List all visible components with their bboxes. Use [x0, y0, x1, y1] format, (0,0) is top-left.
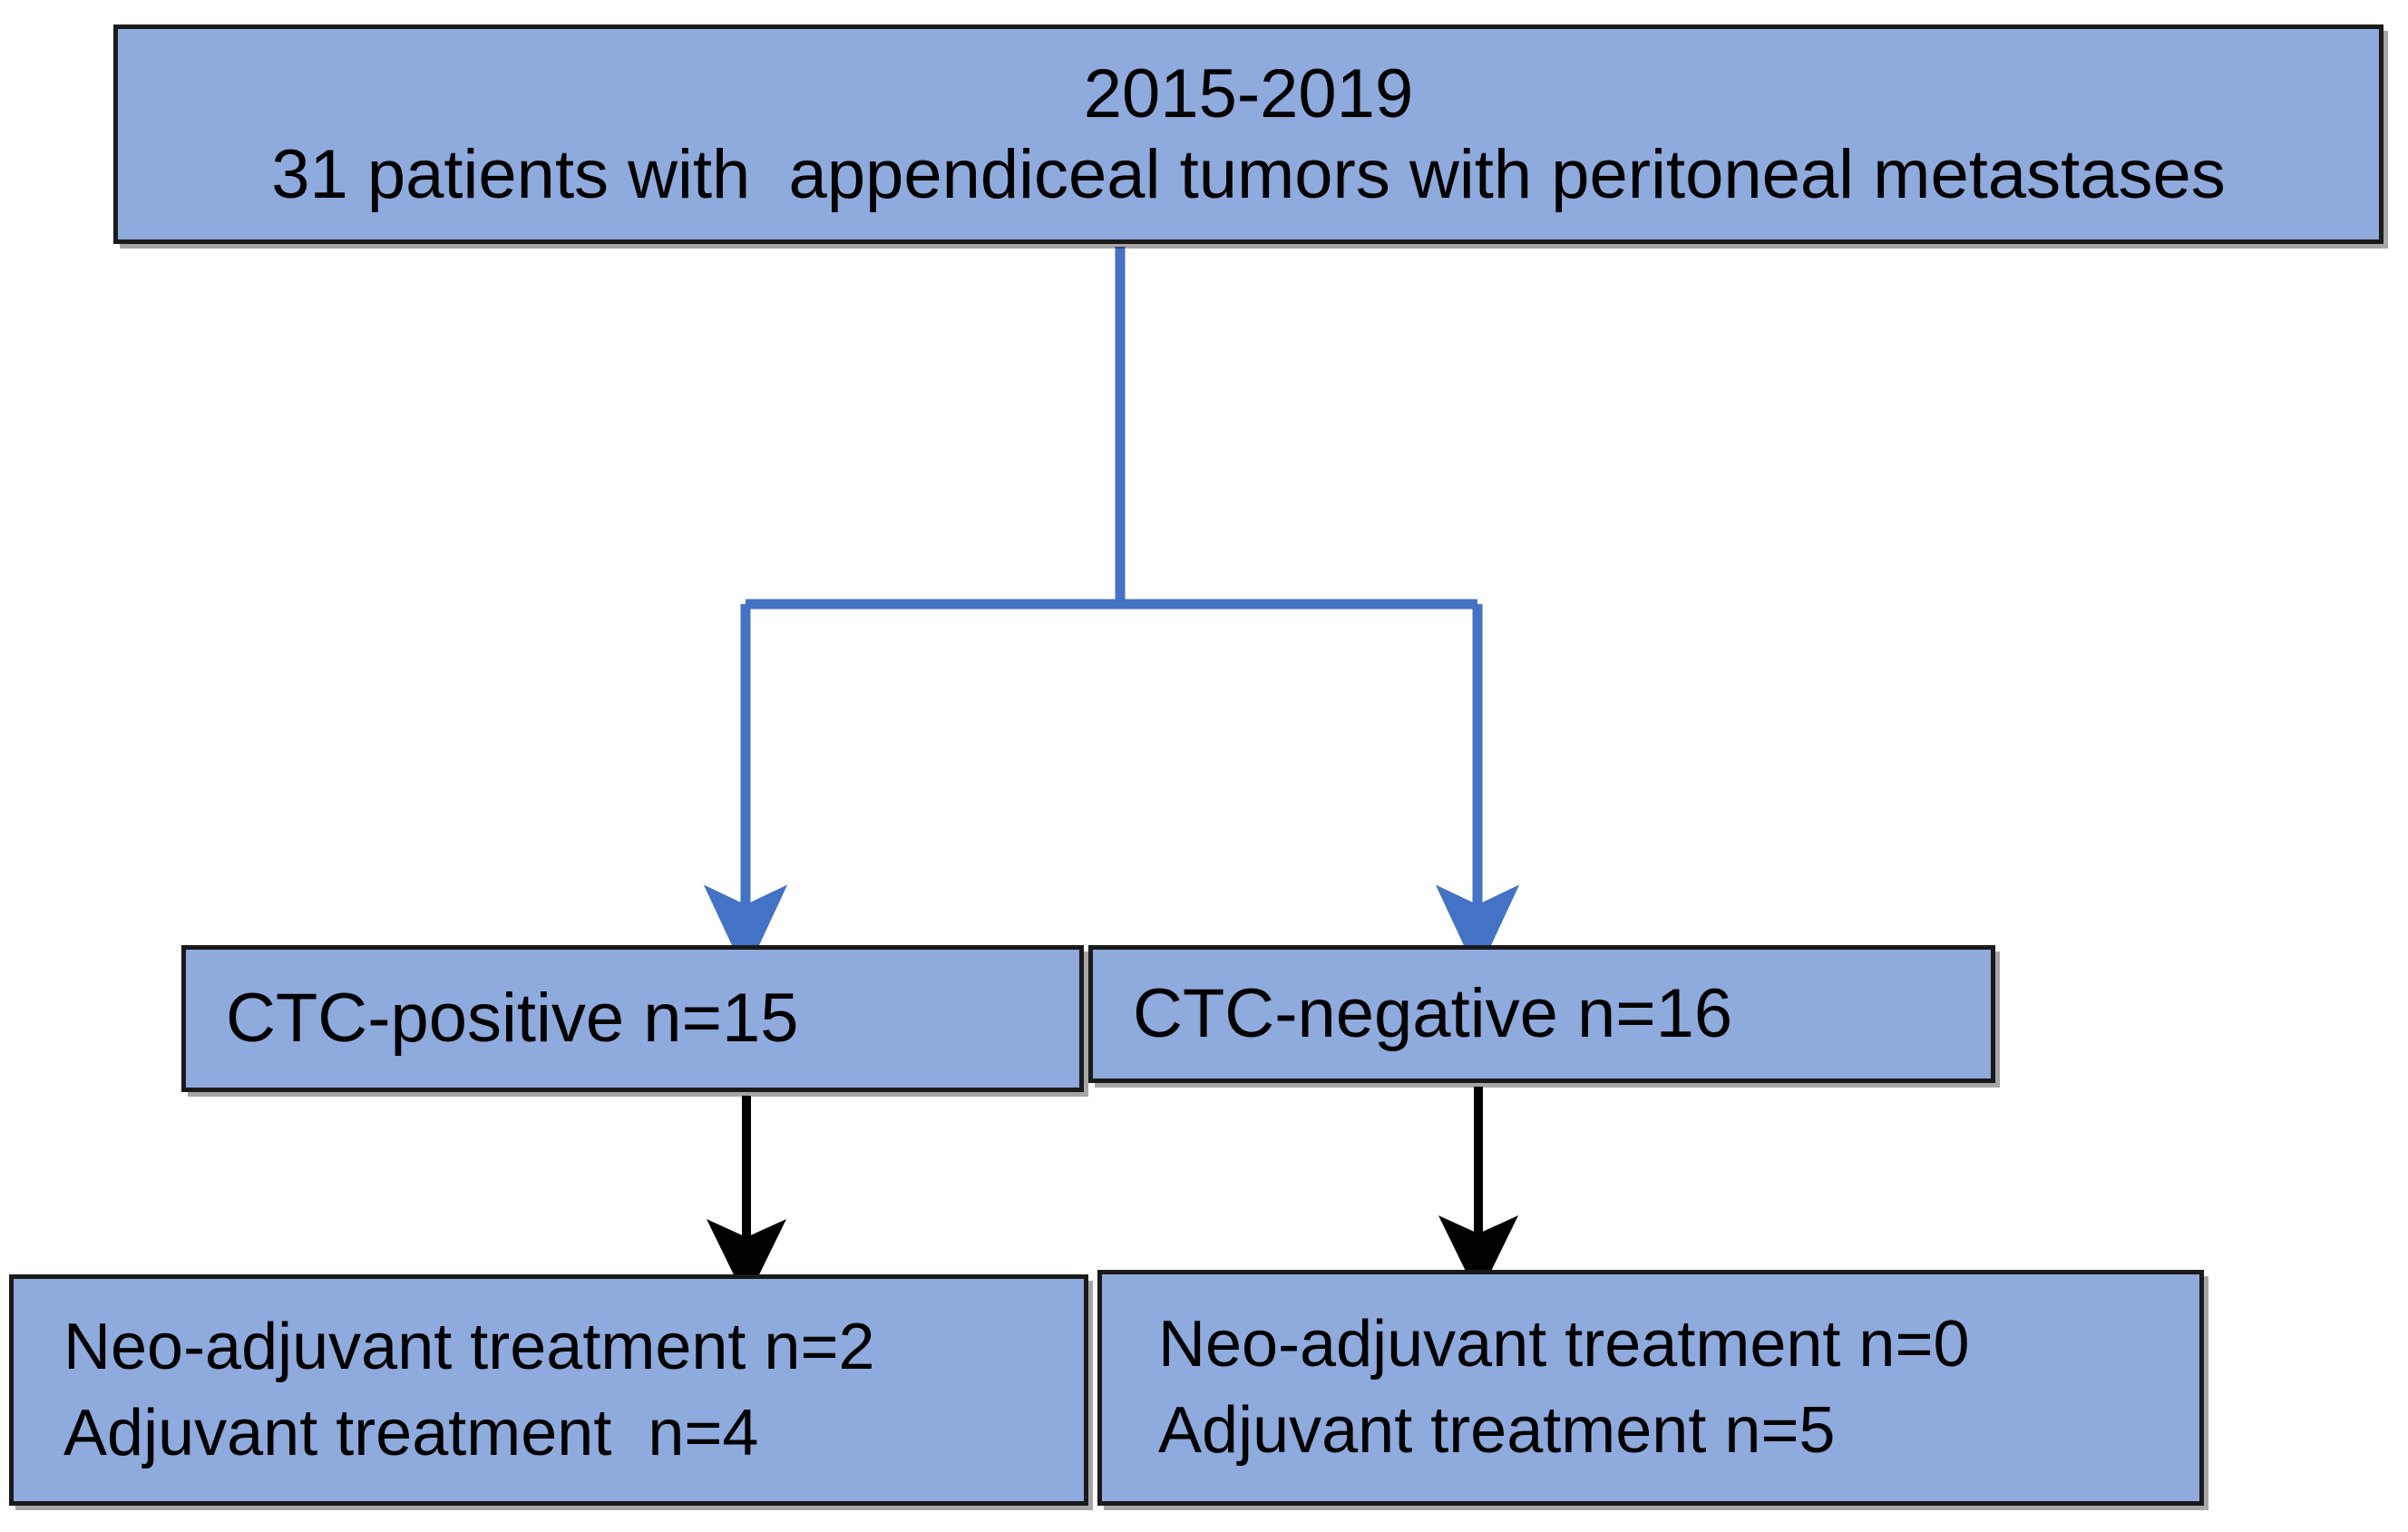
- node-treatment-ctc-negative: Neo-adjuvant treatment n=0 Adjuvant trea…: [1097, 1270, 2204, 1506]
- node-treatment-ctc-negative-line-2: Adjuvant treatment n=5: [1158, 1394, 1836, 1467]
- cohort-split-connector: [703, 247, 1520, 975]
- node-ctc-positive: CTC-positive n=15: [181, 945, 1084, 1092]
- node-ctc-negative-label: CTC-negative n=16: [1133, 975, 1733, 1053]
- node-treatment-ctc-positive-line-1: Neo-adjuvant treatment n=2: [63, 1310, 875, 1383]
- node-cohort: 2015-2019 31 patients with appendiceal t…: [113, 24, 2384, 244]
- node-ctc-positive-label: CTC-positive n=15: [226, 980, 799, 1058]
- node-cohort-line-1: 2015-2019: [1083, 54, 1414, 132]
- node-treatment-ctc-positive-line-2: Adjuvant treatment n=4: [63, 1396, 759, 1469]
- node-treatment-ctc-negative-line-1: Neo-adjuvant treatment n=0: [1158, 1308, 1970, 1381]
- node-cohort-line-2: 31 patients with appendiceal tumors with…: [271, 136, 2226, 213]
- node-treatment-ctc-positive: Neo-adjuvant treatment n=2 Adjuvant trea…: [9, 1274, 1088, 1506]
- node-ctc-negative: CTC-negative n=16: [1088, 945, 1995, 1083]
